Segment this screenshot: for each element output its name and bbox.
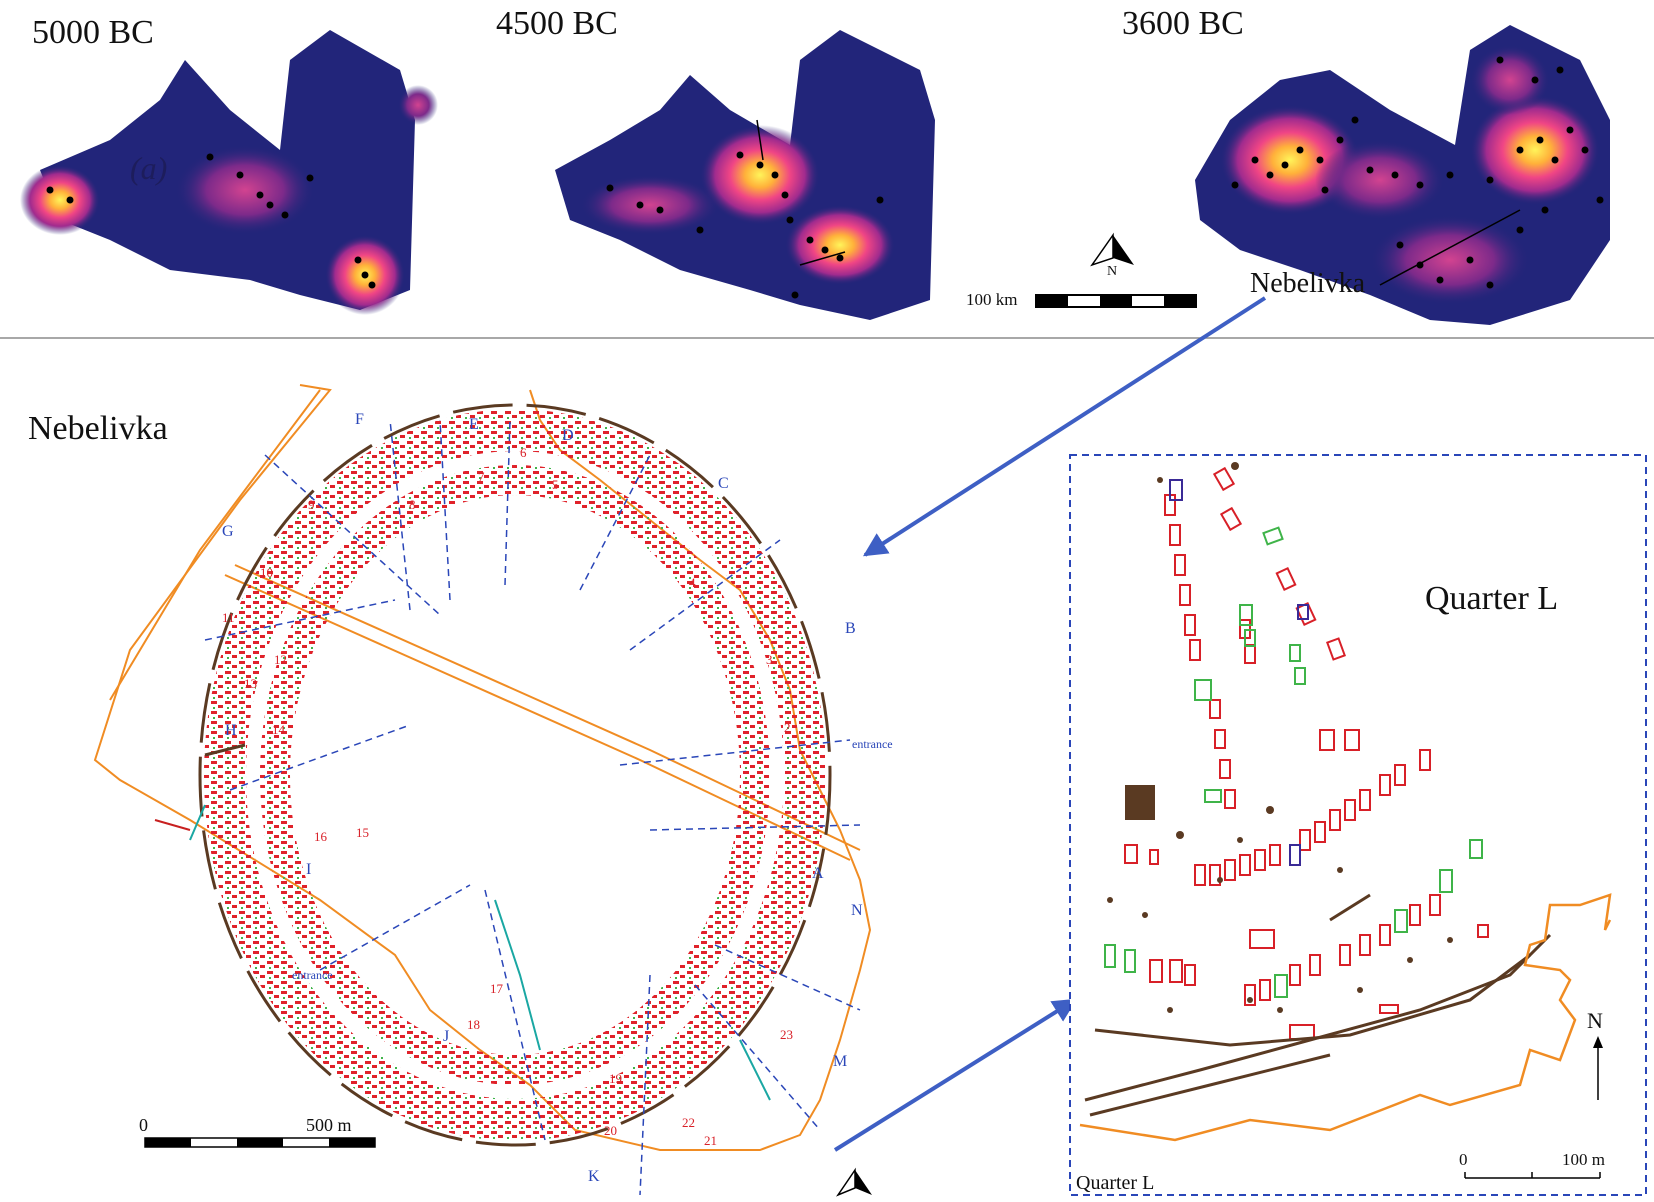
north-arrow-top	[1090, 232, 1134, 267]
building-number: 4	[689, 575, 696, 590]
sector-label-i: I	[306, 861, 312, 878]
nebelivka-callout: Nebelivka	[1250, 268, 1366, 299]
year-label-4500bc: 4500 BC	[496, 5, 618, 42]
heatmap-3600bc	[1195, 25, 1610, 325]
sector-label-c: C	[718, 475, 729, 492]
building-number: 21	[704, 1133, 717, 1148]
sector-label-e: E	[469, 416, 479, 433]
building-number: 19	[609, 1071, 622, 1086]
sector-label-h: H	[225, 722, 237, 739]
building-number: 5	[552, 477, 559, 492]
sector-label-n: N	[851, 902, 863, 919]
building-number: 6	[520, 445, 527, 460]
building-number: 17	[490, 981, 503, 996]
quarter-l-inset	[1069, 454, 1647, 1196]
site-scale-zero: 0	[139, 1115, 148, 1135]
sector-label-m: M	[833, 1053, 848, 1070]
building-number: 15	[356, 825, 369, 840]
building-number: 18	[467, 1017, 480, 1032]
sector-label-a: A	[812, 865, 824, 882]
building-number: 12	[274, 652, 287, 667]
panel-letter: (a)	[130, 150, 168, 186]
entrance-east-label: entrance	[852, 737, 893, 751]
quarter-scale-end: 100 m	[1562, 1150, 1605, 1169]
building-number: 16	[314, 829, 327, 844]
year-label-3600bc: 3600 BC	[1122, 5, 1244, 42]
building-number: 8	[409, 497, 416, 512]
top-scale-label: 100 km	[966, 290, 1018, 309]
sector-label-b: B	[845, 620, 856, 637]
quarter-title: Quarter L	[1425, 580, 1559, 617]
heatmap-4500bc	[555, 30, 935, 320]
entrance-west-label: entrance	[292, 968, 333, 982]
site-scale-bar	[144, 1137, 376, 1148]
sector-label-j: J	[443, 1028, 450, 1045]
quarter-scale-zero: 0	[1459, 1150, 1468, 1169]
building-number: 22	[682, 1115, 695, 1130]
top-north-label: N	[1107, 264, 1118, 279]
building-number: 9	[308, 497, 315, 512]
heatmap-5000bc	[20, 30, 438, 315]
building-number: 20	[604, 1123, 617, 1138]
nebelivka-site-map	[93, 384, 872, 1196]
building-number: 7	[478, 469, 485, 484]
building-number: 13	[244, 676, 257, 691]
building-number: 3	[766, 652, 773, 667]
quarter-scale-bar	[1464, 1172, 1601, 1179]
north-arrow-site	[835, 1167, 872, 1197]
building-number: 2	[784, 720, 791, 735]
top-scale-bar	[1035, 294, 1197, 308]
sector-label-k: K	[588, 1168, 600, 1185]
building-number: 23	[780, 1027, 793, 1042]
sector-label-f: F	[355, 411, 364, 428]
quarter-corner-label: Quarter L	[1076, 1172, 1155, 1194]
arrow-to-site	[862, 296, 1267, 557]
sector-label-g: G	[222, 523, 234, 540]
sector-label-d: D	[562, 427, 574, 444]
site-scale-end: 500 m	[306, 1115, 352, 1135]
building-number: 11	[222, 610, 235, 625]
site-map-title: Nebelivka	[28, 410, 168, 447]
building-number: 10	[260, 565, 273, 580]
quarter-north-label: N	[1587, 1008, 1603, 1033]
year-label-5000bc: 5000 BC	[32, 14, 154, 51]
arrow-to-quarter	[833, 998, 1078, 1152]
building-number: 14	[272, 722, 285, 737]
